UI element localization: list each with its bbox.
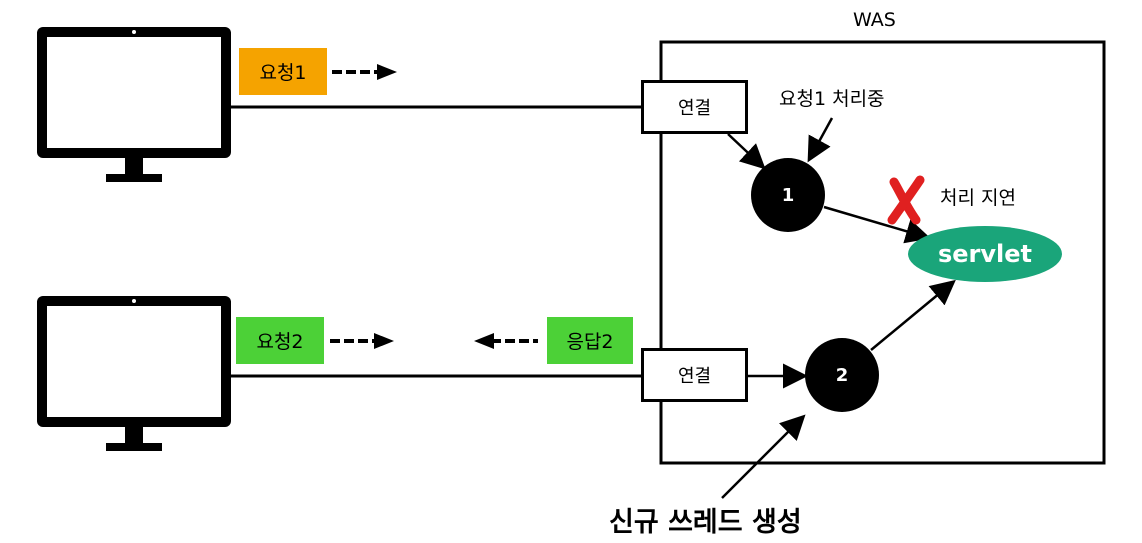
request-2-tag: 요청2	[236, 317, 324, 364]
servlet-label: servlet	[937, 240, 1033, 268]
x-mark-icon	[887, 175, 925, 225]
thread-2-number: 2	[835, 364, 849, 386]
request-1-tag: 요청1	[239, 48, 327, 95]
request-1-arrow	[332, 64, 397, 80]
response-2-arrow	[474, 333, 538, 349]
new-thread-label: 신규 쓰레드 생성	[609, 507, 802, 538]
request-1-label: 요청1	[259, 62, 307, 84]
status-pointer-arrow	[807, 117, 834, 163]
connection-to-thread-1-arrow	[727, 133, 766, 170]
new-thread-pointer-arrow	[721, 414, 806, 499]
was-container	[659, 40, 1106, 465]
thread-1-number: 1	[781, 184, 795, 206]
connection-box-1: 연결	[641, 80, 748, 134]
thread-2-node: 2	[805, 338, 879, 412]
was-title: WAS	[853, 9, 896, 31]
response-2-label: 응답2	[566, 331, 614, 353]
thread-2-to-servlet-arrow	[870, 279, 956, 351]
thread-1-status: 요청1 처리중	[779, 88, 885, 110]
response-2-tag: 응답2	[547, 317, 633, 364]
thread-1-to-servlet-arrow	[823, 205, 931, 244]
client-monitor-2-icon	[37, 296, 231, 451]
connection-box-2: 연결	[641, 348, 748, 402]
processing-delay-label: 처리 지연	[940, 187, 1016, 209]
thread-1-node: 1	[751, 158, 825, 232]
servlet-node: servlet	[908, 226, 1062, 282]
connection-label-1: 연결	[677, 98, 712, 119]
client-monitor-1-icon	[37, 27, 231, 182]
connection-label-2: 연결	[677, 366, 712, 387]
request-2-arrow	[330, 333, 394, 349]
request-2-label: 요청2	[256, 331, 304, 353]
